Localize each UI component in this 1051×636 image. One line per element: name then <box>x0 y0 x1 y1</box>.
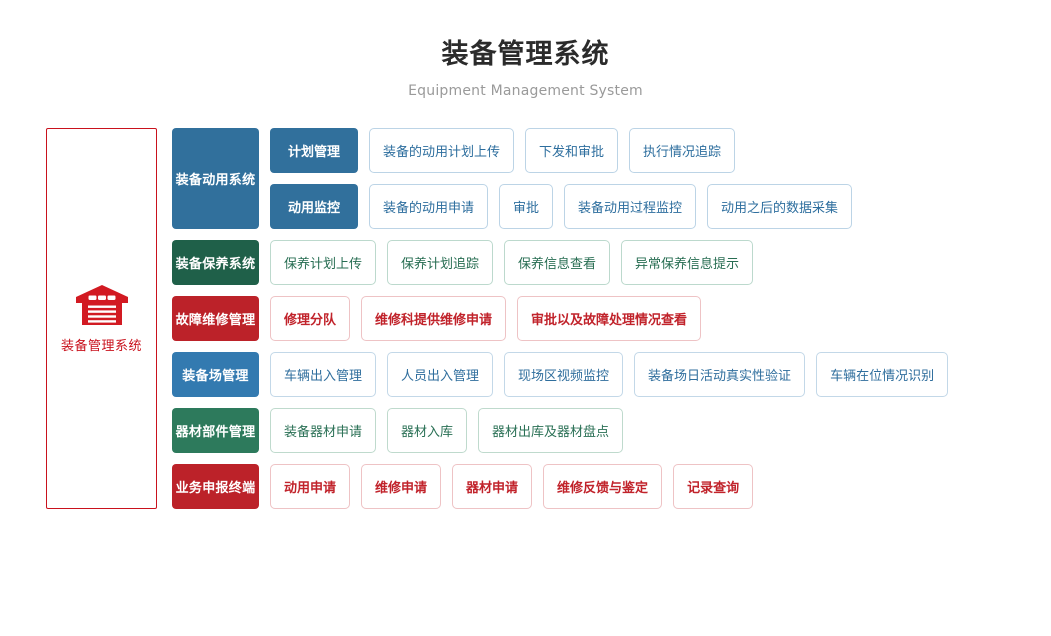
feature-box[interactable]: 动用之后的数据采集 <box>707 184 853 229</box>
subcategory-block[interactable]: 动用监控 <box>270 184 358 229</box>
diagram-band: 装备保养系统保养计划上传保养计划追踪保养信息查看异常保养信息提示 <box>172 240 948 285</box>
category-block[interactable]: 装备保养系统 <box>172 240 259 285</box>
diagram-row: 动用监控装备的动用申请审批装备动用过程监控动用之后的数据采集 <box>270 184 853 229</box>
diagram-row: 装备器材申请器材入库器材出库及器材盘点 <box>270 408 624 453</box>
feature-box[interactable]: 现场区视频监控 <box>504 352 624 397</box>
feature-box[interactable]: 装备动用过程监控 <box>564 184 697 229</box>
category-rows: 装备器材申请器材入库器材出库及器材盘点 <box>270 408 624 453</box>
diagram-row: 车辆出入管理人员出入管理现场区视频监控装备场日活动真实性验证车辆在位情况识别 <box>270 352 949 397</box>
feature-box[interactable]: 装备场日活动真实性验证 <box>634 352 806 397</box>
feature-box[interactable]: 下发和审批 <box>525 128 619 173</box>
feature-box[interactable]: 审批 <box>499 184 554 229</box>
diagram-band: 业务申报终端动用申请维修申请器材申请维修反馈与鉴定记录查询 <box>172 464 948 509</box>
category-block[interactable]: 器材部件管理 <box>172 408 259 453</box>
category-rows: 保养计划上传保养计划追踪保养信息查看异常保养信息提示 <box>270 240 754 285</box>
feature-box[interactable]: 器材申请 <box>452 464 533 509</box>
feature-box[interactable]: 器材出库及器材盘点 <box>478 408 624 453</box>
category-rows: 修理分队维修科提供维修申请审批以及故障处理情况查看 <box>270 296 702 341</box>
feature-box[interactable]: 车辆在位情况识别 <box>816 352 949 397</box>
feature-box[interactable]: 装备器材申请 <box>270 408 377 453</box>
page-subtitle: Equipment Management System <box>408 83 643 99</box>
warehouse-icon <box>74 283 130 327</box>
feature-box[interactable]: 维修科提供维修申请 <box>361 296 507 341</box>
category-rows: 计划管理装备的动用计划上传下发和审批执行情况追踪动用监控装备的动用申请审批装备动… <box>270 128 853 229</box>
diagram-band: 故障维修管理修理分队维修科提供维修申请审批以及故障处理情况查看 <box>172 296 948 341</box>
feature-box[interactable]: 维修申请 <box>361 464 442 509</box>
diagram-band: 装备动用系统计划管理装备的动用计划上传下发和审批执行情况追踪动用监控装备的动用申… <box>172 128 948 229</box>
category-rows: 车辆出入管理人员出入管理现场区视频监控装备场日活动真实性验证车辆在位情况识别 <box>270 352 949 397</box>
feature-box[interactable]: 保养计划上传 <box>270 240 377 285</box>
root-system-panel[interactable]: 装备管理系统 <box>46 128 157 509</box>
diagram-row: 保养计划上传保养计划追踪保养信息查看异常保养信息提示 <box>270 240 754 285</box>
category-block[interactable]: 装备场管理 <box>172 352 259 397</box>
page-title: 装备管理系统 <box>441 39 610 70</box>
diagram-row: 动用申请维修申请器材申请维修反馈与鉴定记录查询 <box>270 464 754 509</box>
feature-box[interactable]: 车辆出入管理 <box>270 352 377 397</box>
feature-box[interactable]: 保养计划追踪 <box>387 240 494 285</box>
category-block[interactable]: 故障维修管理 <box>172 296 259 341</box>
system-diagram: 装备动用系统计划管理装备的动用计划上传下发和审批执行情况追踪动用监控装备的动用申… <box>172 128 949 509</box>
diagram-band: 器材部件管理装备器材申请器材入库器材出库及器材盘点 <box>172 408 948 453</box>
feature-box[interactable]: 异常保养信息提示 <box>621 240 754 285</box>
feature-box[interactable]: 修理分队 <box>270 296 351 341</box>
feature-box[interactable]: 记录查询 <box>673 464 754 509</box>
category-rows: 动用申请维修申请器材申请维修反馈与鉴定记录查询 <box>270 464 754 509</box>
feature-box[interactable]: 审批以及故障处理情况查看 <box>517 296 702 341</box>
feature-box[interactable]: 装备的动用计划上传 <box>369 128 515 173</box>
page-header: 装备管理系统 Equipment Management System <box>0 38 1051 101</box>
category-block[interactable]: 业务申报终端 <box>172 464 259 509</box>
feature-box[interactable]: 维修反馈与鉴定 <box>543 464 663 509</box>
feature-box[interactable]: 人员出入管理 <box>387 352 494 397</box>
diagram-band: 装备场管理车辆出入管理人员出入管理现场区视频监控装备场日活动真实性验证车辆在位情… <box>172 352 949 397</box>
category-block[interactable]: 装备动用系统 <box>172 128 259 229</box>
subcategory-block[interactable]: 计划管理 <box>270 128 358 173</box>
feature-box[interactable]: 器材入库 <box>387 408 468 453</box>
feature-box[interactable]: 执行情况追踪 <box>629 128 736 173</box>
diagram-row: 修理分队维修科提供维修申请审批以及故障处理情况查看 <box>270 296 702 341</box>
root-system-label: 装备管理系统 <box>60 339 142 354</box>
feature-box[interactable]: 动用申请 <box>270 464 351 509</box>
feature-box[interactable]: 保养信息查看 <box>504 240 611 285</box>
diagram-row: 计划管理装备的动用计划上传下发和审批执行情况追踪 <box>270 128 852 173</box>
feature-box[interactable]: 装备的动用申请 <box>369 184 489 229</box>
